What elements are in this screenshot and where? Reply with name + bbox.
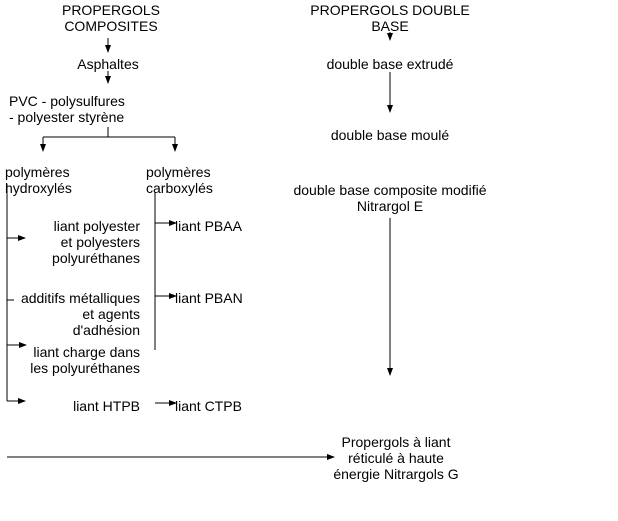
node-liant-htpb: liant HTPB <box>73 398 140 414</box>
node-liant-pban: liant PBAN <box>175 290 243 306</box>
node-polymeres-hydroxyles: polymères hydroxylés <box>5 164 72 196</box>
node-additifs-metalliques: additifs métalliques et agents d'adhésio… <box>20 290 140 338</box>
node-polymeres-carboxyles: polymères carboxylés <box>146 164 213 196</box>
node-liant-charge: liant charge dans les polyuréthanes <box>30 344 140 376</box>
node-pvc-polysulfures: PVC - polysulfures - polyester styrène <box>9 93 125 125</box>
node-asphaltes: Asphaltes <box>77 56 139 72</box>
node-double-base-moule: double base moulé <box>330 127 450 143</box>
node-liant-ctpb: liant CTPB <box>175 398 242 414</box>
node-double-base-extrude: double base extrudé <box>326 56 454 72</box>
node-double-base-composite: double base composite modifié Nitrargol … <box>293 182 487 214</box>
node-liant-pbaa: liant PBAA <box>175 218 242 234</box>
node-propergols-composites: PROPERGOLS COMPOSITES <box>61 2 161 34</box>
node-liant-polyester: liant polyester et polyesters polyurétha… <box>52 218 140 266</box>
node-propergols-double-base: PROPERGOLS DOUBLE BASE <box>310 2 470 34</box>
node-propergols-liant-reticule: Propergols à liant réticulé à haute éner… <box>333 434 459 482</box>
